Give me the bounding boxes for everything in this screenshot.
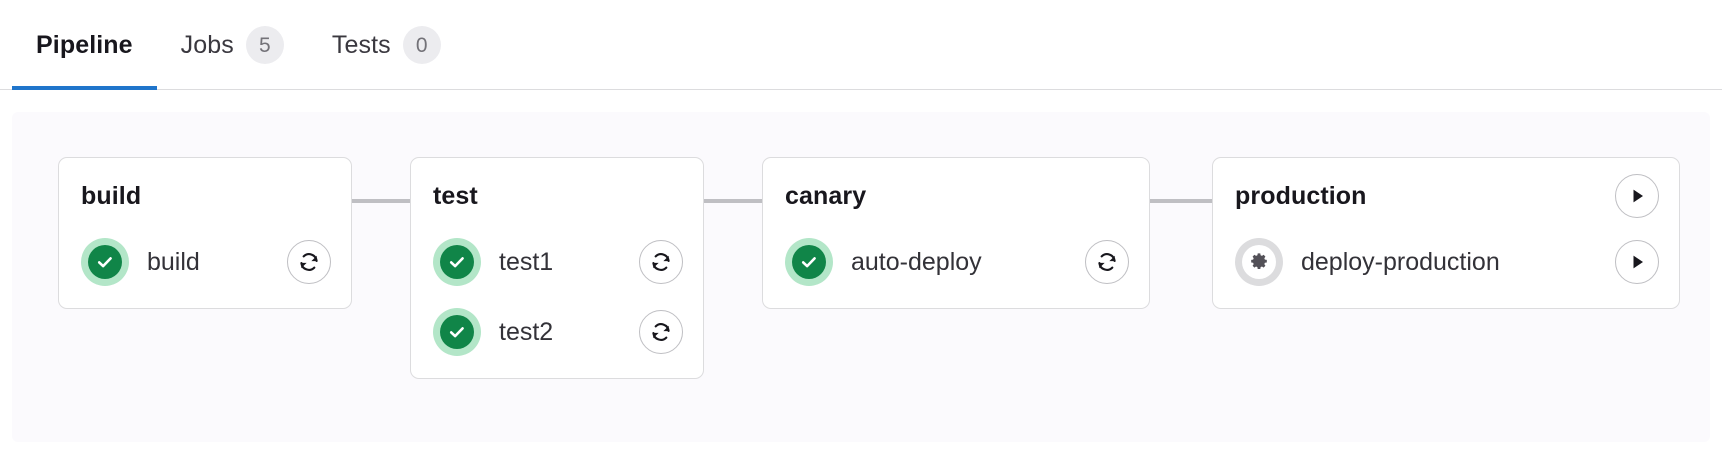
stage-connector-build-test [352, 199, 410, 203]
stage-header-test: test [433, 176, 683, 216]
stage-connector-canary-production [1150, 199, 1212, 203]
job-row-deploy-production[interactable]: deploy-production [1235, 238, 1659, 286]
status-manual-gear-icon[interactable] [1235, 238, 1283, 286]
job-name-test1: test1 [499, 247, 554, 276]
pipeline-graph-panel: build build [12, 112, 1710, 442]
retry-icon[interactable] [287, 240, 331, 284]
tab-pipeline[interactable]: Pipeline [12, 0, 157, 90]
job-name-build: build [147, 247, 200, 276]
tab-tests-label: Tests [331, 30, 391, 59]
status-success-icon[interactable] [81, 238, 129, 286]
job-list-production: deploy-production [1235, 238, 1659, 286]
job-name-deploy-production: deploy-production [1301, 247, 1500, 276]
status-success-icon[interactable] [433, 308, 481, 356]
retry-icon[interactable] [639, 310, 683, 354]
job-row-test1[interactable]: test1 [433, 238, 683, 286]
stage-header-canary: canary [785, 176, 1129, 216]
job-row-build[interactable]: build [81, 238, 331, 286]
play-icon[interactable] [1615, 174, 1659, 218]
retry-icon[interactable] [639, 240, 683, 284]
stage-title-canary: canary [785, 181, 867, 210]
tab-jobs[interactable]: Jobs 5 [157, 0, 308, 90]
job-list-canary: auto-deploy [785, 238, 1129, 286]
status-success-icon[interactable] [433, 238, 481, 286]
stage-header-production: production [1235, 174, 1659, 218]
play-icon[interactable] [1615, 240, 1659, 284]
retry-icon[interactable] [1085, 240, 1129, 284]
stage-header-build: build [81, 176, 331, 216]
tab-jobs-label: Jobs [180, 30, 234, 59]
pipeline-tab-bar: Pipeline Jobs 5 Tests 0 [0, 0, 1722, 90]
stage-card-canary: canary auto-deploy [762, 157, 1150, 309]
stage-card-production: production [1212, 157, 1680, 309]
stage-card-test: test test1 [410, 157, 704, 379]
job-row-auto-deploy[interactable]: auto-deploy [785, 238, 1129, 286]
stage-title-build: build [81, 181, 142, 210]
stage-connector-test-canary [704, 199, 762, 203]
tab-pipeline-label: Pipeline [36, 30, 133, 59]
tab-tests-badge: 0 [402, 26, 441, 64]
job-list-build: build [81, 238, 331, 286]
job-list-test: test1 [433, 238, 683, 356]
active-tab-indicator [12, 86, 157, 90]
stage-card-build: build build [58, 157, 352, 309]
stage-title-production: production [1235, 181, 1367, 210]
status-success-icon[interactable] [785, 238, 833, 286]
stage-title-test: test [433, 181, 478, 210]
tab-tests[interactable]: Tests 0 [308, 0, 465, 90]
job-row-test2[interactable]: test2 [433, 308, 683, 356]
tab-jobs-badge: 5 [245, 26, 284, 64]
job-name-auto-deploy: auto-deploy [851, 247, 982, 276]
job-name-test2: test2 [499, 317, 554, 346]
pipeline-stage-list: build build [12, 112, 1710, 379]
